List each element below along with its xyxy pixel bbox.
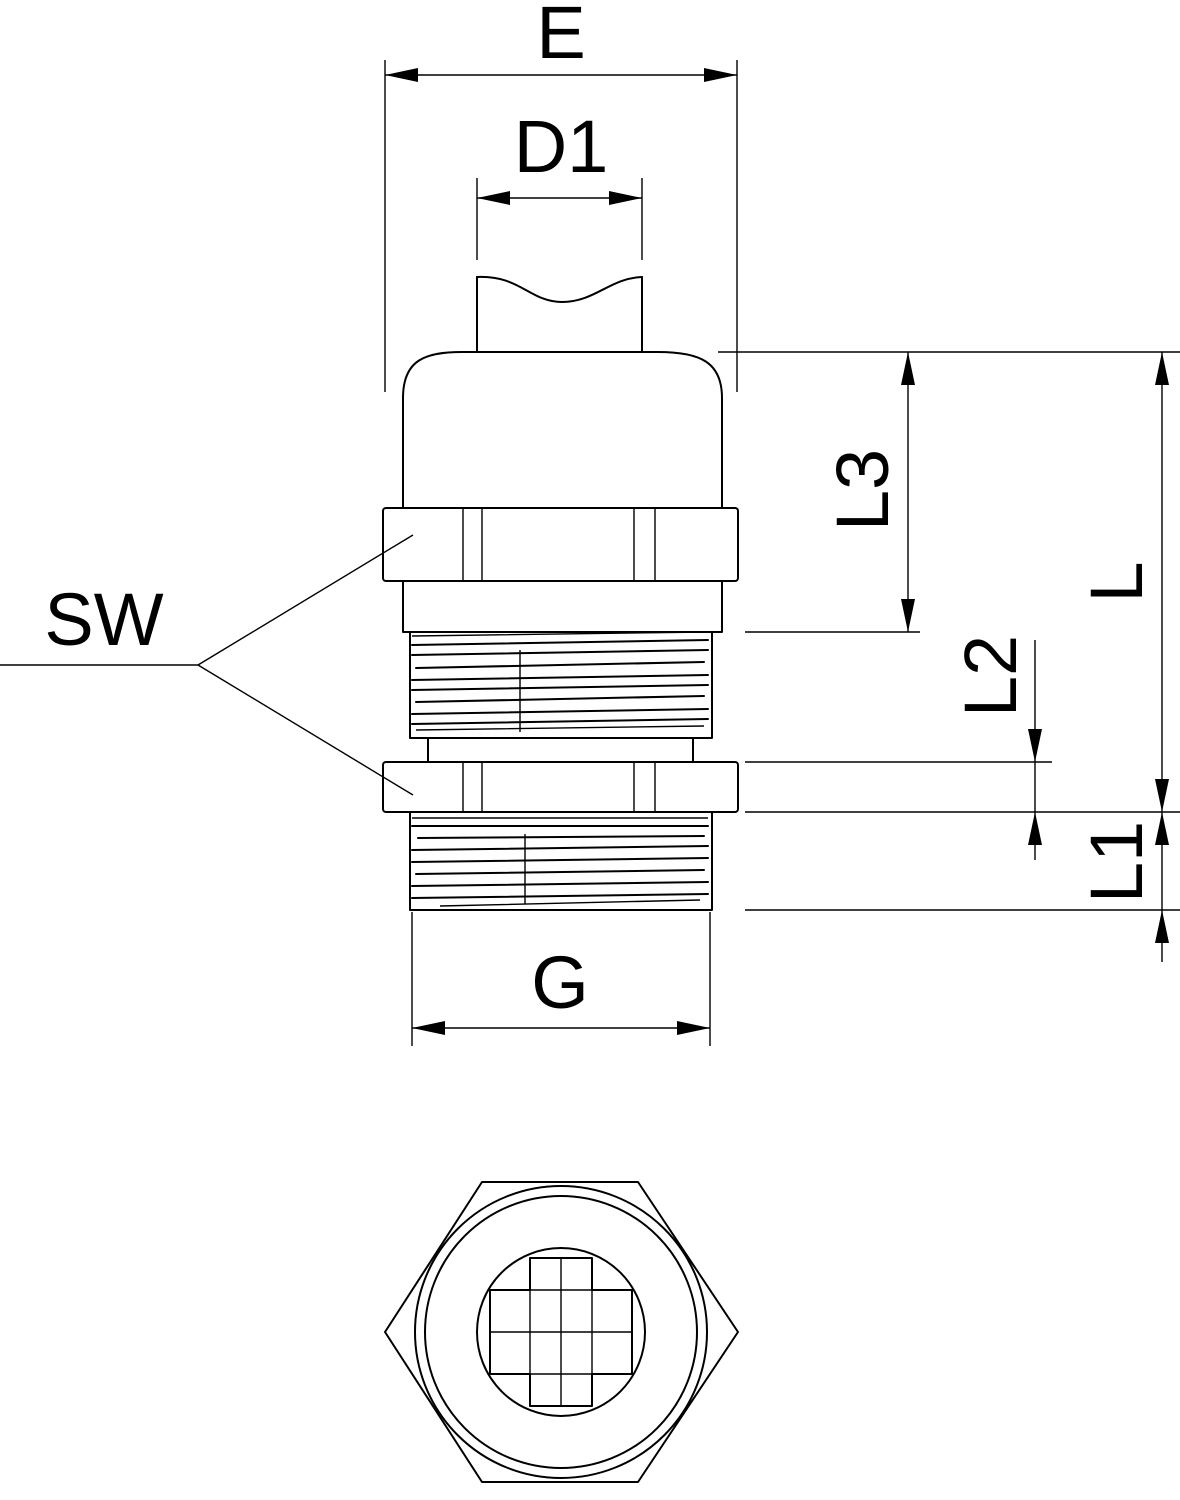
inner-ring bbox=[424, 1195, 698, 1469]
dimension-l bbox=[1155, 352, 1169, 812]
dome-cap bbox=[402, 351, 723, 509]
label-e: E bbox=[536, 0, 585, 74]
label-d1: D1 bbox=[514, 105, 609, 188]
extension-lines bbox=[718, 351, 1180, 911]
outer-ring bbox=[414, 1185, 708, 1479]
dimension-g bbox=[411, 912, 711, 1046]
sw-leader-lines bbox=[0, 534, 414, 796]
label-sw: SW bbox=[44, 578, 163, 661]
gland-top-view bbox=[384, 1181, 739, 1483]
body-neck bbox=[402, 580, 723, 633]
label-l3: L3 bbox=[821, 449, 904, 531]
dimension-l1 bbox=[1155, 812, 1169, 962]
seal-cross-pattern bbox=[489, 1257, 633, 1407]
label-l2: L2 bbox=[949, 635, 1032, 717]
lower-thread bbox=[409, 811, 713, 911]
dimension-e bbox=[384, 60, 738, 392]
dimension-d1 bbox=[476, 178, 643, 260]
dimension-l3 bbox=[901, 352, 915, 632]
upper-hex-nut bbox=[382, 507, 739, 582]
label-l1: L1 bbox=[1075, 821, 1158, 903]
gland-side-view bbox=[382, 275, 739, 911]
lower-hex-nut bbox=[382, 761, 739, 813]
cable-stub bbox=[476, 275, 643, 353]
upper-thread bbox=[409, 631, 713, 739]
seal-insert bbox=[476, 1247, 646, 1417]
label-l: L bbox=[1075, 561, 1158, 602]
dimension-labels: E D1 SW G L3 L L2 L1 bbox=[44, 0, 1158, 1024]
collar bbox=[427, 737, 694, 763]
dimension-lines bbox=[0, 60, 1180, 1046]
dimension-l2 bbox=[1028, 640, 1042, 860]
label-g: G bbox=[531, 941, 589, 1024]
